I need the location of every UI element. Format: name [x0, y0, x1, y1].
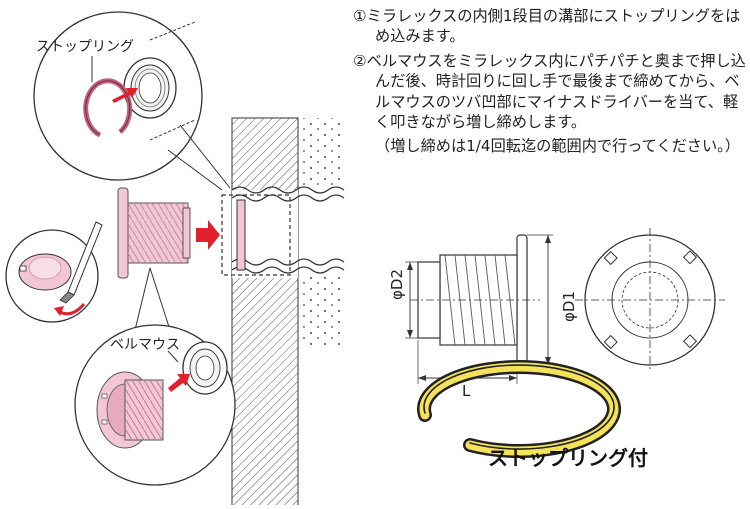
- connector-line: [134, 267, 151, 331]
- dimension-length: L: [462, 382, 471, 400]
- instruction-step-2: ②ベルマウスをミラレックス内にパチパチと奥まで押し込んだ後、時計回りに回し手で最…: [353, 51, 748, 133]
- connector-line: [149, 267, 171, 331]
- dimension-side-view: [405, 234, 553, 384]
- bell-mouth-side-view: [117, 187, 191, 279]
- instruction-step-1: ①ミラレックスの内側1段目の溝部にストップリングをはめ込みます。: [353, 6, 748, 47]
- instruction-note: （増し締めは1/4回転迄の範囲内で行ってください。）: [375, 137, 740, 156]
- stop-ring-product: [417, 360, 622, 458]
- connector-line: [167, 149, 223, 191]
- dimension-d2: φD2: [388, 269, 406, 300]
- rotate-arrow: [59, 302, 86, 316]
- front-view: [575, 228, 725, 372]
- pipe-end: [123, 57, 177, 119]
- step-2-text: ベルマウスをミラレックス内にパチパチと奥まで押し込んだ後、時計回りに回し手で最後…: [366, 51, 746, 132]
- step-1-number: ①: [353, 7, 367, 25]
- detail-circle-bell-mouth: [74, 324, 236, 486]
- detail-circle-screwdriver: [5, 221, 103, 323]
- product-label: ストップリング付: [488, 446, 648, 470]
- connector-line: [179, 124, 231, 189]
- dimension-d1: φD1: [560, 291, 578, 322]
- callout-bell-mouth: ベルマウス: [110, 337, 180, 353]
- wall-section: [221, 117, 345, 509]
- instructions: ①ミラレックスの内側1段目の溝部にストップリングをはめ込みます。 ②ベルマウスを…: [353, 6, 748, 157]
- step-2-number: ②: [353, 51, 367, 70]
- insert-arrow-ring: [112, 88, 138, 103]
- detail-circle-stop-ring: [33, 11, 203, 181]
- insert-arrow-bellmouth: [168, 374, 190, 392]
- push-arrow: [196, 220, 220, 250]
- callout-stop-ring: ストップリング: [36, 39, 134, 55]
- step-1-text: ミラレックスの内側1段目の溝部にストップリングをはめ込みます。: [366, 7, 741, 46]
